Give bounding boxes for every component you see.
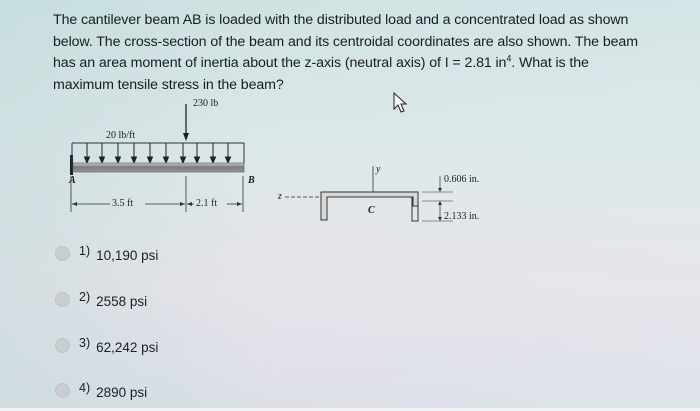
option-3[interactable]: 3) 62,242 psi (55, 335, 159, 355)
question-text: The cantilever beam AB is loaded with th… (53, 10, 673, 96)
distributed-load-label: 20 lb/ft (106, 130, 136, 141)
question-line-3: has an area moment of inertia about the … (53, 53, 673, 75)
centroid-label: C (368, 205, 375, 216)
option-value: 62,242 psi (96, 340, 159, 355)
question-line-2: below. The cross-section of the beam and… (53, 33, 638, 50)
option-value: 2890 psi (96, 385, 148, 400)
option-1[interactable]: 1) 10,190 psi (55, 243, 159, 263)
dimension-left-label: 3.5 ft (112, 198, 134, 209)
concentrated-load-label: 230 lb (193, 98, 219, 109)
y-axis-label: y (376, 164, 381, 175)
option-number: 4) (79, 380, 91, 395)
option-number: 1) (79, 243, 91, 258)
screen-bottom-edge (0, 408, 700, 411)
radio-button[interactable] (55, 292, 70, 307)
radio-button[interactable] (55, 246, 70, 261)
support-a-label: A (69, 175, 76, 186)
mouse-cursor-icon (393, 91, 408, 113)
option-value: 10,190 psi (96, 248, 159, 263)
option-number: 3) (79, 335, 91, 350)
exponent: 4 (506, 53, 512, 64)
end-b-label: B (248, 175, 255, 186)
question-line-3-end: . What is the (511, 55, 589, 71)
question-line-3-text: has an area moment of inertia about the … (53, 55, 507, 71)
radio-button[interactable] (55, 383, 70, 398)
bottom-dimension-label: 2.133 in. (444, 211, 480, 222)
z-axis-label: z (278, 191, 282, 202)
option-value: 2558 psi (96, 294, 148, 309)
question-line-4: maximum tensile stress in the beam? (53, 76, 284, 93)
option-2[interactable]: 2) 2558 psi (55, 289, 148, 309)
option-4[interactable]: 4) 2890 psi (55, 380, 148, 400)
option-number: 2) (79, 289, 91, 304)
question-line-1: The cantilever beam AB is loaded with th… (53, 12, 629, 28)
radio-button[interactable] (55, 338, 70, 353)
dimension-right-label: 2.1 ft (196, 198, 218, 209)
top-dimension-label: 0.606 in. (444, 174, 480, 185)
